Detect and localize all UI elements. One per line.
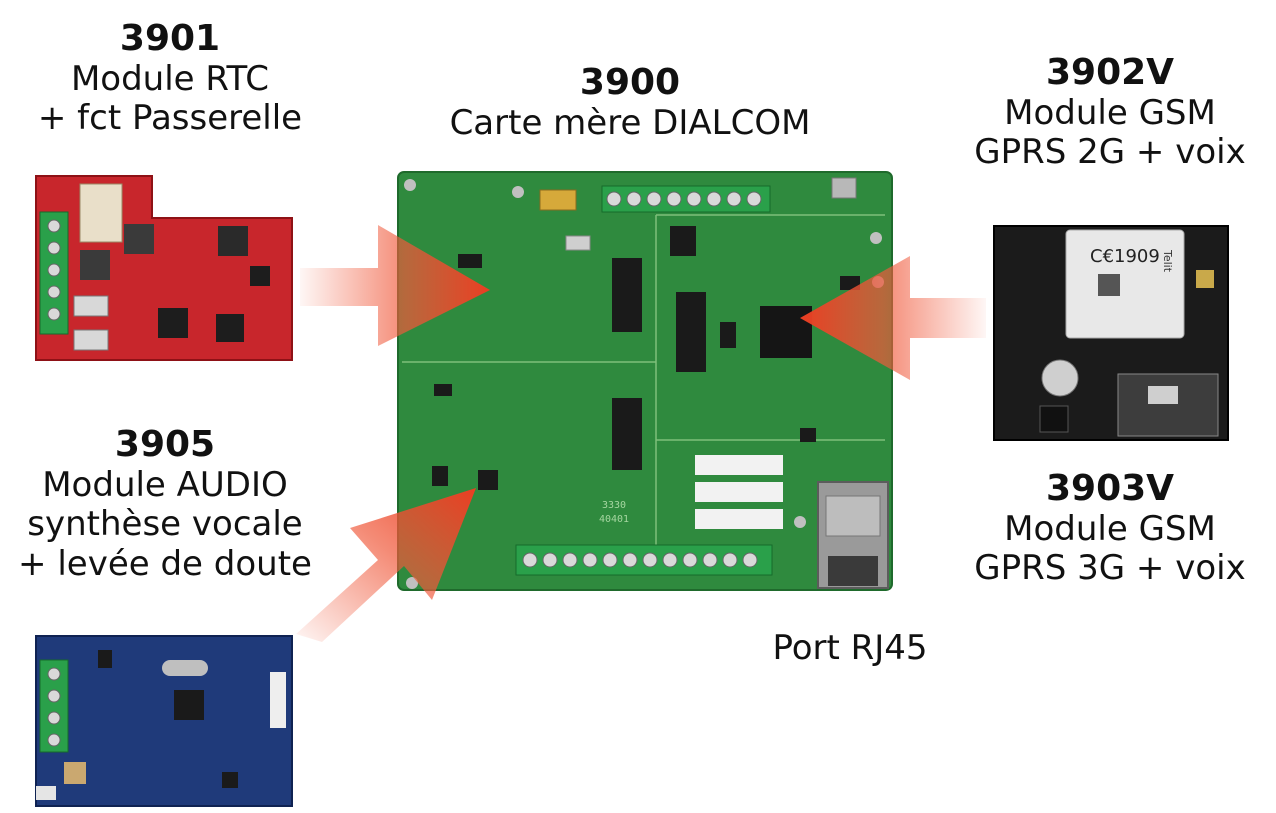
arrow-3905-to-mainboard [296,488,476,642]
mainboard-id-text: 3330 [602,500,626,511]
board-3901 [35,175,293,361]
module-3903v-line1: Module GSM [1004,508,1216,549]
board-3902v: C€1909 Telit [993,225,1229,441]
module-3900-label: 3900 Carte mère DIALCOM [420,62,840,143]
module-3901-code: 3901 [119,18,221,59]
module-3901-line2: + fct Passerelle [37,98,303,139]
module-3903v-label: 3903V Module GSM GPRS 3G + voix [960,468,1260,589]
rj45-port-label: Port RJ45 [772,628,928,668]
module-3902v-label: 3902V Module GSM GPRS 2G + voix [960,52,1260,173]
module-3900-code: 3900 [579,62,681,103]
module-3905-line2: synthèse vocale [27,504,303,545]
module-3901-line1: Module RTC [70,58,270,99]
module-3905-line1: Module AUDIO [42,464,288,505]
arrow-3902v-to-mainboard [800,256,986,380]
module-3903v-line2: GPRS 3G + voix [974,548,1246,589]
module-3905-line3: + levée de doute [18,543,312,584]
module-3905-label: 3905 Module AUDIO synthèse vocale + levé… [0,424,330,584]
arrow-3901-to-mainboard [300,225,490,346]
module-3902v-line1: Module GSM [1004,92,1216,133]
mainboard-rev-text: 40401 [599,514,629,525]
ce-mark-text: C€1909 [1090,246,1160,267]
module-3902v-code: 3902V [1045,52,1175,93]
telit-brand-text: Telit [1161,249,1174,273]
board-3905 [35,635,293,807]
rj45-port [817,481,889,589]
module-3905-code: 3905 [114,424,216,465]
module-3901-label: 3901 Module RTC + fct Passerelle [20,18,320,139]
module-3903v-code: 3903V [1045,468,1175,509]
module-3900-line1: Carte mère DIALCOM [449,102,811,143]
module-3902v-line2: GPRS 2G + voix [974,132,1246,173]
mainboard-3900: 3330 40401 [397,171,893,591]
